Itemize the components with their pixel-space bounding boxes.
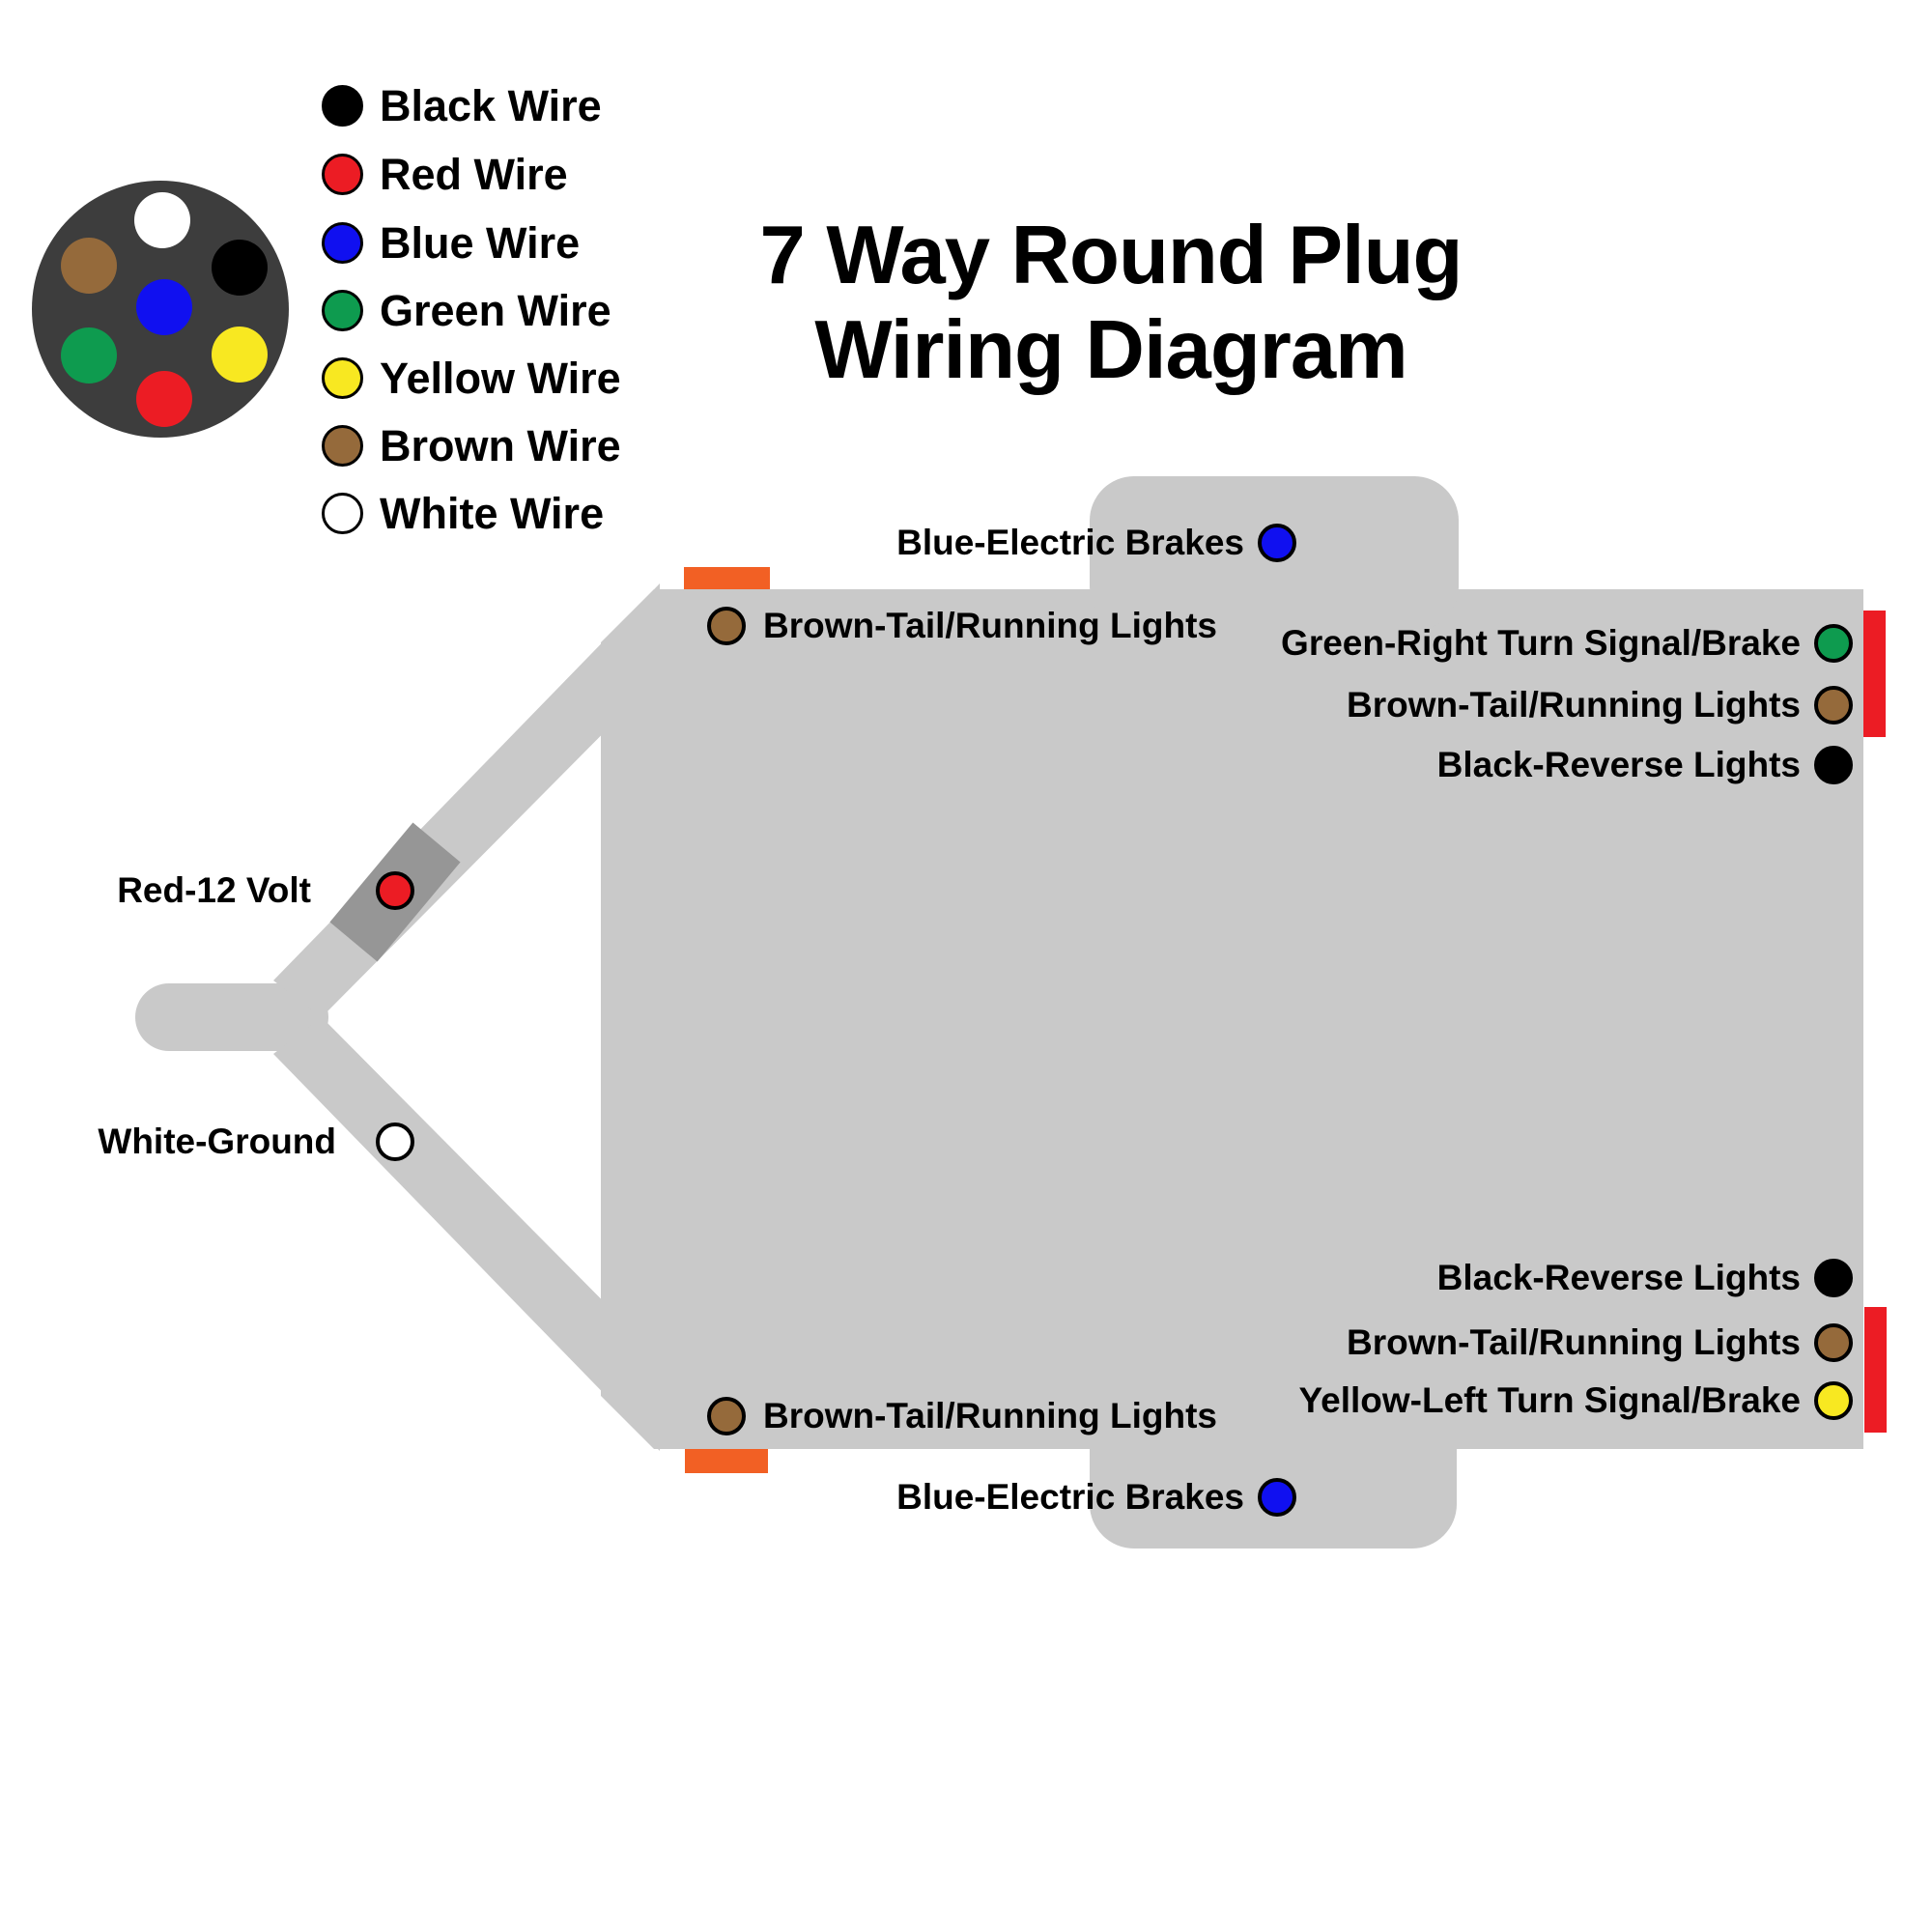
label-brown-tail-right: Brown-Tail/Running Lights	[1347, 685, 1801, 724]
brown-tail-lights-top-left-dot	[707, 607, 746, 645]
label-brown-tail-bottom-right: Brown-Tail/Running Lights	[1347, 1322, 1801, 1362]
green-right-turn-dot	[1814, 624, 1853, 663]
label-black-reverse-bottom: Black-Reverse Lights	[1436, 1258, 1801, 1297]
label-blue-electric-brakes-top: Blue-Electric Brakes	[896, 523, 1244, 562]
label-blue-electric-brakes-bottom: Blue-Electric Brakes	[896, 1477, 1244, 1517]
legend-label-brown: Brown Wire	[380, 421, 621, 470]
legend-label-red: Red Wire	[380, 150, 568, 199]
label-brown-tail-bottom-left: Brown-Tail/Running Lights	[763, 1396, 1217, 1435]
green-pin-icon	[61, 327, 117, 384]
page-title: 7 Way Round Plug Wiring Diagram	[753, 209, 1468, 398]
tongue-lower-arm	[273, 1017, 660, 1451]
black-reverse-lights-right-dot	[1814, 746, 1853, 784]
brown-tail-lights-right-dot	[1814, 686, 1853, 724]
side-marker-bottom-icon	[685, 1449, 768, 1473]
blue-wire-icon	[322, 222, 363, 264]
red-wire-icon	[322, 154, 363, 195]
white-pin-icon	[134, 192, 190, 248]
page-title-line1: 7 Way Round Plug	[759, 210, 1463, 301]
red-pin-icon	[136, 371, 192, 427]
yellow-wire-icon	[322, 357, 363, 399]
green-wire-icon	[322, 290, 363, 331]
tail-light-right-top-icon	[1863, 611, 1886, 737]
side-marker-top-icon	[684, 567, 770, 589]
blue-electric-brakes-bottom-dot	[1258, 1478, 1296, 1517]
label-yellow-left-turn: Yellow-Left Turn Signal/Brake	[1298, 1380, 1801, 1420]
label-green-right-turn: Green-Right Turn Signal/Brake	[1281, 623, 1801, 663]
legend-label-white: White Wire	[380, 489, 605, 538]
blue-electric-brakes-top-dot	[1258, 524, 1296, 562]
brown-tail-lights-bottom-right-dot	[1814, 1323, 1853, 1362]
round-plug-face	[32, 181, 289, 438]
legend-label-black: Black Wire	[380, 81, 602, 130]
legend-label-yellow: Yellow Wire	[380, 354, 621, 403]
blue-pin-icon	[136, 279, 192, 335]
yellow-pin-icon	[212, 327, 268, 383]
white-ground-dot	[376, 1122, 414, 1161]
tail-light-right-bottom-icon	[1864, 1307, 1887, 1433]
brown-wire-icon	[322, 425, 363, 467]
brown-pin-icon	[61, 238, 117, 294]
black-reverse-lights-bottom-dot	[1814, 1259, 1853, 1297]
trailer-body	[601, 589, 1863, 1449]
brown-tail-lights-bottom-left-dot	[707, 1397, 746, 1435]
black-wire-icon	[322, 85, 363, 127]
legend-label-green: Green Wire	[380, 286, 611, 335]
legend-label-blue: Blue Wire	[380, 218, 581, 268]
trailer-bottom-bump	[1090, 1401, 1457, 1548]
red-12-volt-dot	[376, 871, 414, 910]
black-pin-icon	[212, 240, 268, 296]
label-black-reverse-right: Black-Reverse Lights	[1436, 745, 1801, 784]
white-wire-icon	[322, 493, 363, 534]
label-white-ground: White-Ground	[98, 1122, 336, 1161]
label-brown-tail-top-left: Brown-Tail/Running Lights	[763, 606, 1217, 645]
label-red-12-volt: Red-12 Volt	[117, 870, 311, 910]
yellow-left-turn-dot	[1814, 1381, 1853, 1420]
tongue-hitch-stub	[135, 983, 328, 1051]
page-title-line2: Wiring Diagram	[814, 304, 1407, 396]
